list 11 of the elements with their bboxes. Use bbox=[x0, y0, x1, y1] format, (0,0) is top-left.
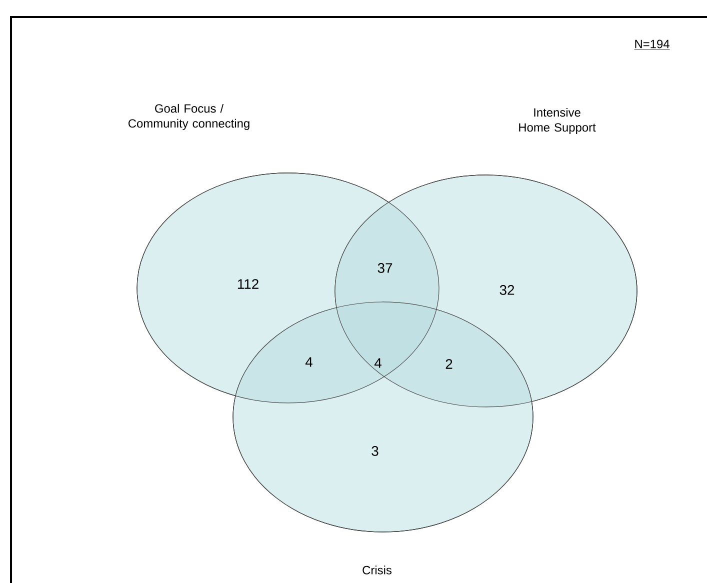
region-count: 2 bbox=[446, 359, 452, 369]
region-count: 37 bbox=[378, 263, 392, 273]
region-count: 4 bbox=[374, 358, 382, 368]
region-count: 112 bbox=[238, 279, 258, 289]
region-count: 4 bbox=[305, 357, 312, 367]
node-label: Intensive Home Support bbox=[519, 108, 596, 134]
region-count: 3 bbox=[372, 446, 378, 456]
sample-size: N=194 bbox=[634, 40, 670, 50]
node-label: Goal Focus / Community connecting bbox=[128, 104, 250, 130]
node-label: Crisis bbox=[362, 566, 392, 574]
region-count: 32 bbox=[500, 285, 514, 295]
